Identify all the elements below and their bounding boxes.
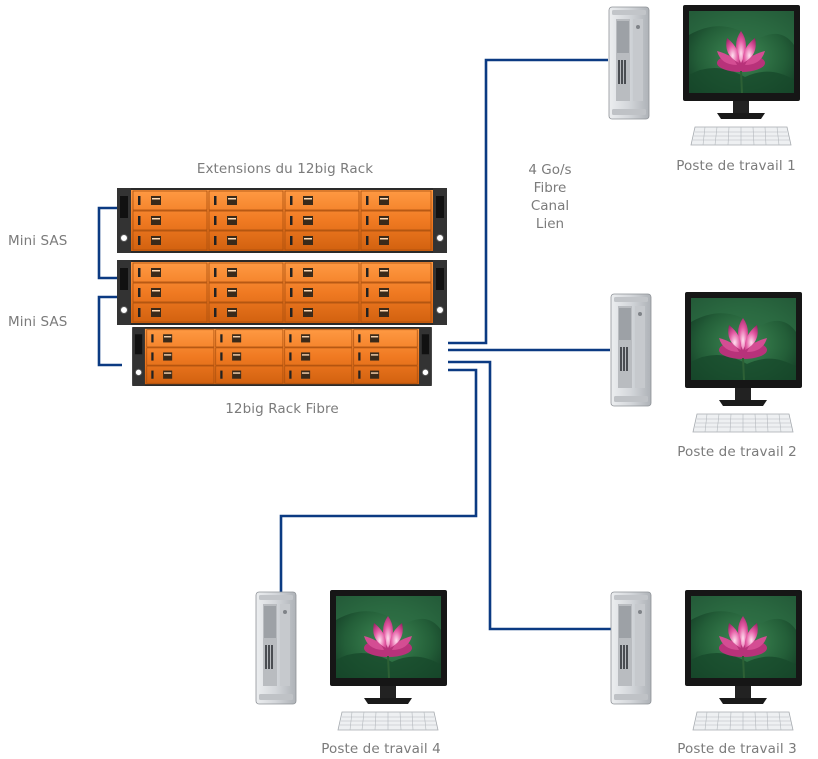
fibre-link-line: Canal xyxy=(530,198,570,214)
rack-stack xyxy=(117,188,447,386)
fibre-link-line: Lien xyxy=(535,216,565,232)
fibre-cables xyxy=(279,58,611,631)
mini-sas-label-2: Mini SAS xyxy=(8,314,68,330)
workstation-3-label: Poste de travail 3 xyxy=(677,741,797,757)
workstation-2 xyxy=(610,292,803,433)
expansion-rack-1 xyxy=(117,188,447,253)
fibre-link-label: 4 Go/s Fibre Canal Lien xyxy=(528,161,571,233)
workstation-4 xyxy=(255,590,448,731)
fibre-cable-workstation-4 xyxy=(279,368,478,607)
expansion-rack-label: Extensions du 12big Rack xyxy=(196,161,374,177)
workstation-1 xyxy=(608,5,801,146)
mini-sas-cables xyxy=(97,206,122,367)
fibre-cable-workstation-1 xyxy=(448,58,608,345)
workstation-2-label: Poste de travail 2 xyxy=(677,444,797,460)
workstation-1-label: Poste de travail 1 xyxy=(676,158,796,174)
workstation-4-label: Poste de travail 4 xyxy=(321,741,441,757)
fibre-rack-main xyxy=(131,327,433,386)
mini-sas-label-1: Mini SAS xyxy=(8,233,68,249)
fibre-link-line: Fibre xyxy=(533,180,567,196)
workstation-3 xyxy=(610,590,803,731)
fibre-link-line: 4 Go/s xyxy=(528,162,572,178)
fibre-rack-label: 12big Rack Fibre xyxy=(225,401,339,417)
mini-sas-cable-2 xyxy=(97,295,122,367)
expansion-rack-2 xyxy=(117,260,447,325)
mini-sas-cable-1 xyxy=(97,206,122,280)
fibre-cable-workstation-3 xyxy=(448,360,611,631)
